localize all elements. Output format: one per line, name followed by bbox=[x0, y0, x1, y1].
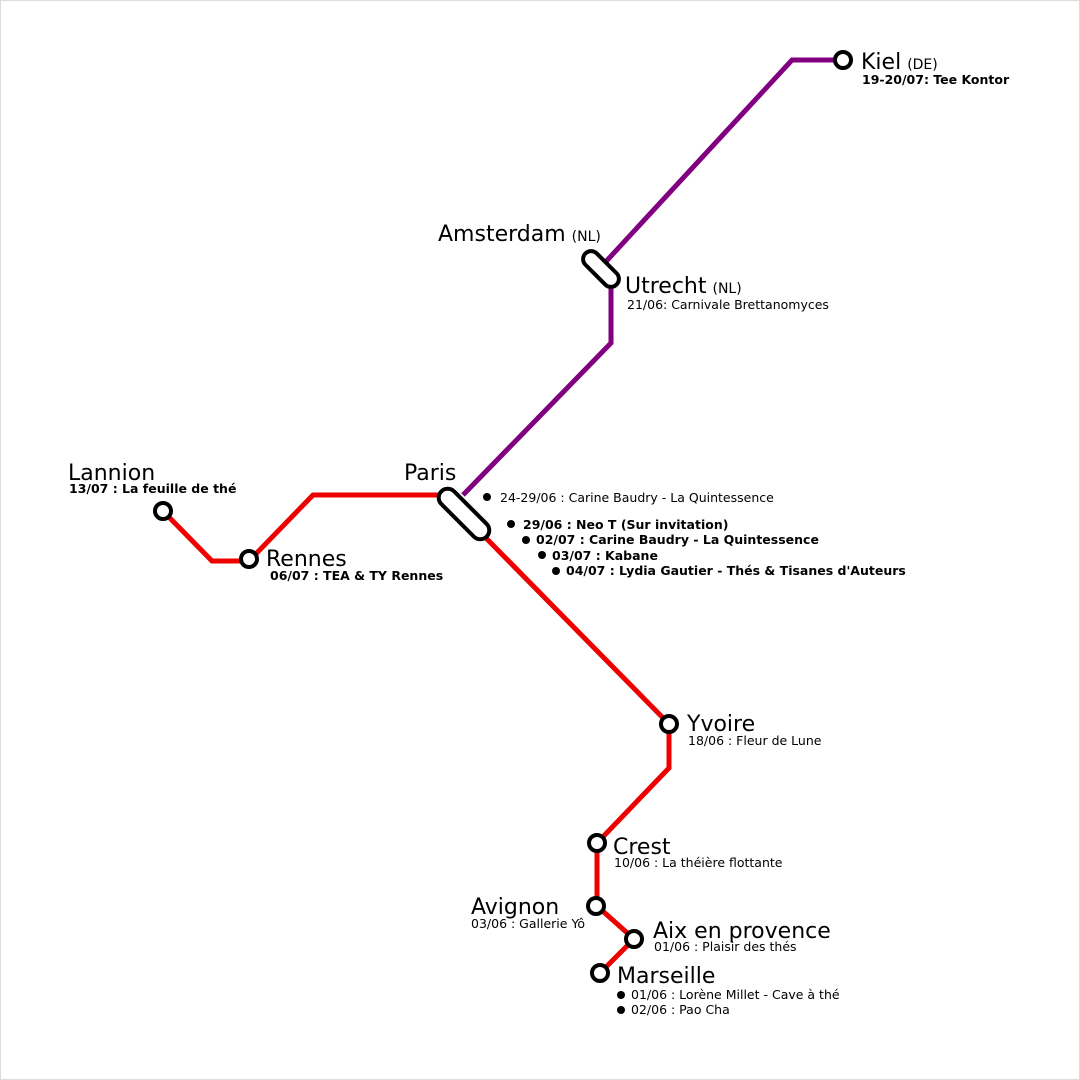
station-lannion[interactable] bbox=[153, 501, 173, 521]
label-avignon: Avignon bbox=[471, 895, 559, 920]
paris-bullet-3 bbox=[522, 536, 530, 544]
station-kiel[interactable] bbox=[833, 50, 853, 70]
label-crest: Crest bbox=[613, 835, 671, 860]
label-paris: Paris bbox=[404, 461, 456, 486]
station-amsterdam-utrecht[interactable] bbox=[580, 248, 622, 290]
event-marseille-2: 02/06 : Pao Cha bbox=[631, 1002, 730, 1017]
event-avignon-1: 03/06 : Gallerie Yô bbox=[471, 916, 585, 931]
event-paris-1: 24-29/06 : Carine Baudry - La Quintessen… bbox=[500, 490, 774, 505]
event-marseille-1: 01/06 : Lorène Millet - Cave à thé bbox=[631, 987, 840, 1002]
station-paris[interactable] bbox=[435, 485, 493, 543]
event-yvoire-1: 18/06 : Fleur de Lune bbox=[688, 733, 822, 748]
label-utrecht: Utrecht(NL) bbox=[625, 274, 742, 299]
paris-bullet-5 bbox=[552, 567, 560, 575]
event-crest-1: 10/06 : La théière flottante bbox=[614, 855, 783, 870]
event-paris-4: 03/07 : Kabane bbox=[552, 548, 658, 563]
station-aix[interactable] bbox=[624, 929, 644, 949]
event-rennes-1: 06/07 : TEA & TY Rennes bbox=[270, 568, 443, 583]
event-utrecht-1: 21/06: Carnivale Brettanomyces bbox=[627, 297, 829, 312]
event-paris-2: 29/06 : Neo T (Sur invitation) bbox=[523, 517, 728, 532]
station-rennes[interactable] bbox=[239, 549, 259, 569]
station-crest[interactable] bbox=[587, 833, 607, 853]
event-kiel-1: 19-20/07: Tee Kontor bbox=[862, 72, 1010, 87]
event-lannion-1: 13/07 : La feuille de thé bbox=[69, 481, 236, 496]
label-amsterdam: Amsterdam(NL) bbox=[438, 222, 601, 247]
paris-bullet-2 bbox=[507, 520, 515, 528]
station-yvoire[interactable] bbox=[659, 714, 679, 734]
label-aix: Aix en provence bbox=[653, 919, 831, 944]
label-marseille: Marseille bbox=[617, 964, 715, 989]
event-paris-5: 04/07 : Lydia Gautier - Thés & Tisanes d… bbox=[566, 563, 906, 578]
station-marseille[interactable] bbox=[590, 963, 610, 983]
marseille-bullet-2 bbox=[617, 1006, 625, 1014]
station-avignon[interactable] bbox=[586, 896, 606, 916]
paris-bullet-1 bbox=[483, 493, 491, 501]
label-kiel: Kiel(DE) bbox=[861, 50, 938, 75]
label-yvoire: Yvoire bbox=[686, 712, 755, 737]
event-paris-3: 02/07 : Carine Baudry - La Quintessence bbox=[536, 532, 819, 547]
paris-bullet-4 bbox=[538, 551, 546, 559]
label-rennes: Rennes bbox=[266, 547, 347, 572]
event-aix-1: 01/06 : Plaisir des thés bbox=[654, 939, 797, 954]
label-lannion: Lannion bbox=[68, 461, 155, 486]
marseille-bullet-1 bbox=[617, 991, 625, 999]
